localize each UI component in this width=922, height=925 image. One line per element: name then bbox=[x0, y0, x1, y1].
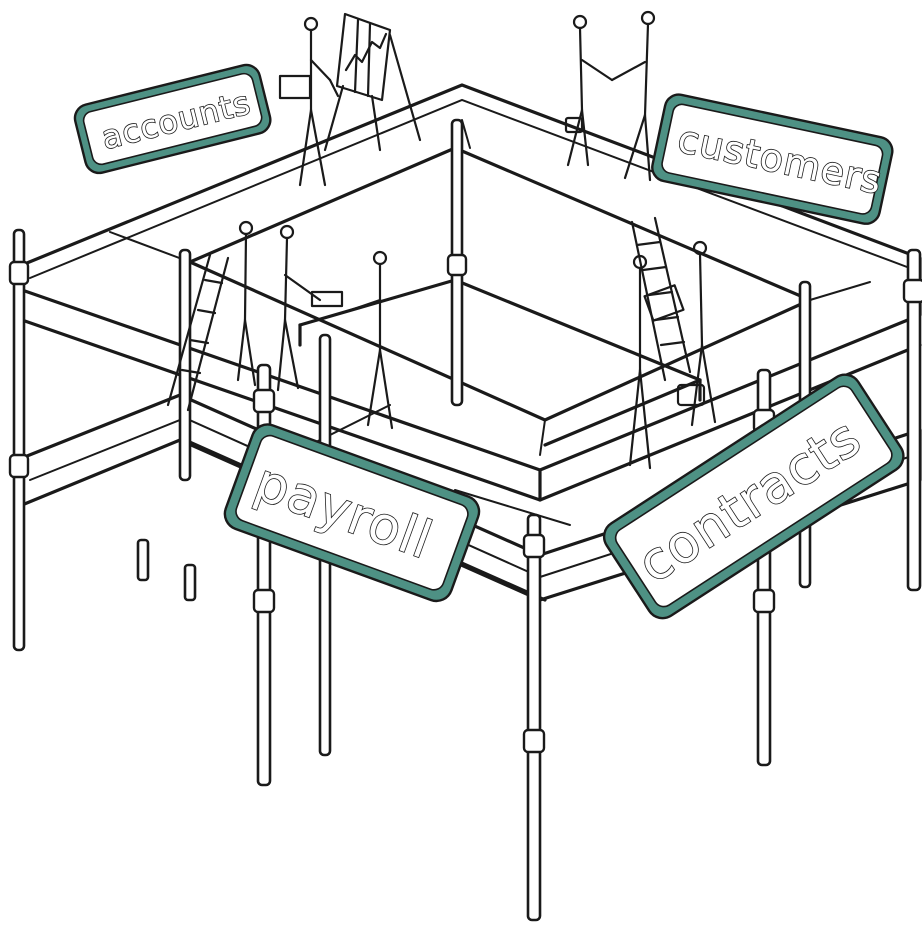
post-front bbox=[528, 515, 540, 920]
post-inner-left bbox=[180, 250, 190, 480]
sign-accounts: accounts bbox=[72, 62, 273, 176]
person-presenter bbox=[280, 18, 338, 185]
post-stub-2 bbox=[138, 540, 148, 580]
person-handshake-right bbox=[612, 12, 654, 180]
ladder-left-icon bbox=[168, 255, 228, 410]
person-handshake-left bbox=[566, 16, 612, 165]
chart-easel-icon bbox=[325, 14, 420, 150]
post-front-left bbox=[14, 230, 24, 650]
document-icon bbox=[312, 292, 342, 306]
post-stub bbox=[185, 565, 195, 600]
sign-customers: customers bbox=[650, 92, 895, 226]
